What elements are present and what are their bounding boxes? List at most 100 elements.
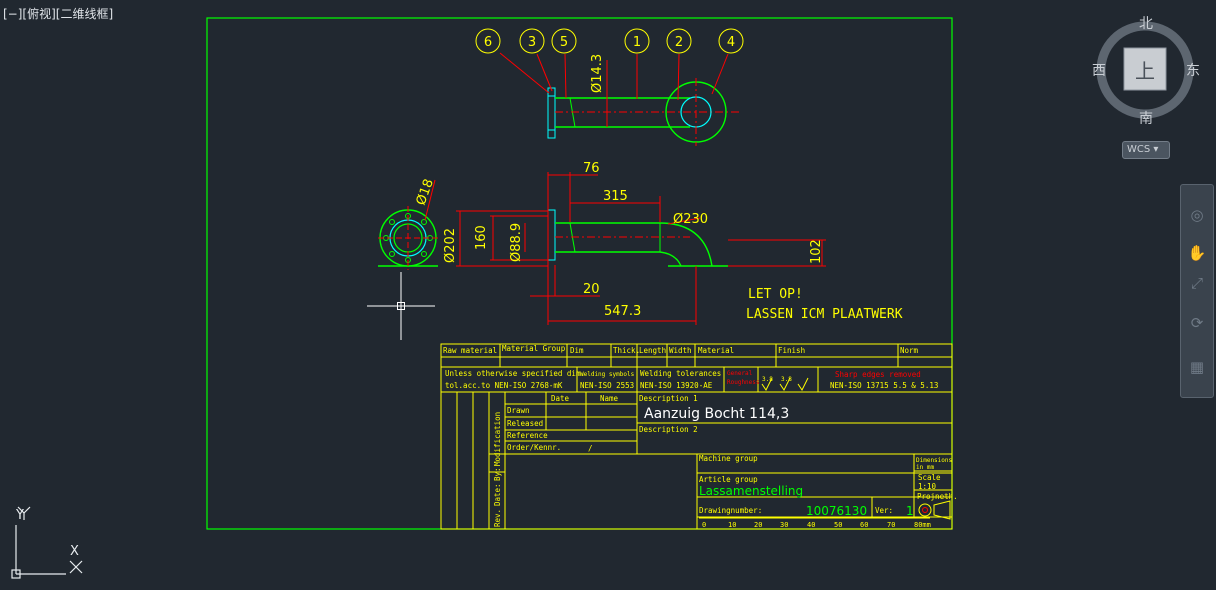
svg-text:1:10: 1:10 — [918, 482, 937, 491]
svg-text:Drawingnumber:: Drawingnumber: — [699, 506, 762, 515]
viewcube[interactable]: 上 北 南 东 西 — [1092, 16, 1200, 127]
svg-text:Dim: Dim — [570, 346, 584, 355]
svg-text:Reference: Reference — [507, 431, 548, 440]
svg-text:Modification: Modification — [493, 412, 502, 466]
balloon-4 — [718, 28, 744, 54]
compass-south[interactable]: 南 — [1139, 111, 1153, 127]
svg-text:Raw material: Raw material — [443, 346, 497, 355]
svg-text:Roughness: Roughness — [727, 379, 760, 386]
balloon-2 — [666, 28, 692, 54]
svg-text:General: General — [727, 370, 753, 377]
balloon-group: 6 3 5 1 2 4 — [475, 28, 744, 54]
svg-text:80mm: 80mm — [914, 521, 931, 529]
balloon-1-label: 1 — [633, 35, 641, 50]
compass-west[interactable]: 西 — [1092, 63, 1106, 79]
scale-ruler: 0 10 20 30 40 50 60 70 80mm — [699, 517, 931, 529]
svg-text:Order/Kennr.: Order/Kennr. — [507, 443, 561, 452]
front-view — [456, 172, 826, 325]
svg-text:Machine group: Machine group — [699, 454, 758, 463]
svg-text:Thick.: Thick. — [613, 346, 640, 355]
pan-hand-icon[interactable]: ✋ — [1187, 244, 1207, 262]
balloon-5-label: 5 — [560, 35, 568, 50]
svg-text:Welding tolerances: Welding tolerances — [640, 369, 721, 378]
svg-text:Article group: Article group — [699, 475, 758, 484]
svg-text:40: 40 — [807, 521, 815, 529]
compass-north[interactable]: 北 — [1139, 16, 1153, 32]
ucs-y-label: Y — [15, 508, 24, 523]
svg-text:Ver:: Ver: — [875, 506, 893, 515]
dim-202: Ø202 — [443, 228, 458, 263]
svg-text:Norm: Norm — [900, 346, 919, 355]
svg-text:Description 1: Description 1 — [639, 394, 698, 403]
dim-14-3: Ø14.3 — [590, 54, 605, 93]
svg-text:Material: Material — [698, 346, 734, 355]
article-group-value: Lassamenstelling — [699, 484, 803, 498]
svg-text:Width: Width — [669, 346, 692, 355]
svg-text:50: 50 — [834, 521, 842, 529]
balloon-6 — [475, 28, 501, 54]
svg-text:60: 60 — [860, 521, 868, 529]
note-lassen: LASSEN ICM PLAATWERK — [746, 307, 903, 322]
version-value: 1 — [906, 504, 914, 518]
svg-text:Description 2: Description 2 — [639, 425, 698, 434]
side-view-flange — [378, 179, 438, 270]
balloon-4-label: 4 — [727, 35, 735, 50]
crosshair-cursor — [367, 272, 435, 340]
ucs-x-label: X — [70, 544, 79, 559]
zoom-extents-icon[interactable]: ⤢ — [1190, 274, 1203, 292]
svg-text:3.8: 3.8 — [762, 376, 773, 383]
viewcube-top-label[interactable]: 上 — [1135, 59, 1155, 83]
description-1-value: Aanzuig Bocht 114,3 — [644, 406, 789, 422]
dim-547-3: 547.3 — [604, 304, 641, 319]
compass-east[interactable]: 东 — [1186, 63, 1200, 79]
title-block — [440, 343, 953, 530]
svg-text:Drawn: Drawn — [507, 406, 530, 415]
svg-text:NEN-ISO 13715 5.5 & 5.13: NEN-ISO 13715 5.5 & 5.13 — [830, 381, 938, 390]
svg-text:0: 0 — [702, 521, 706, 529]
dim-18: Ø18 — [414, 177, 437, 207]
viewport-controls-label[interactable]: [−][俯视][二维线框] — [3, 7, 114, 21]
steering-wheel-icon[interactable]: ◎ — [1190, 206, 1204, 224]
note-let-op: LET OP! — [748, 287, 803, 302]
svg-text:Sharp edges removed: Sharp edges removed — [835, 370, 921, 379]
dim-76: 76 — [583, 161, 600, 176]
svg-text:Released: Released — [507, 419, 543, 428]
dim-20: 20 — [583, 282, 600, 297]
svg-text:NEN-ISO 2553: NEN-ISO 2553 — [580, 381, 634, 390]
viewcube-top-face[interactable] — [1123, 47, 1167, 91]
svg-text:Unless otherwise specified dim: Unless otherwise specified dim. — [445, 369, 585, 378]
ucs-icon — [11, 506, 83, 579]
dim-88-9: Ø88.9 — [509, 223, 524, 262]
wcs-label: WCS — [1127, 144, 1151, 155]
svg-text:Dimensions: Dimensions — [916, 457, 953, 464]
svg-text:Name: Name — [600, 394, 619, 403]
svg-text:Finish: Finish — [778, 346, 805, 355]
drawing-number-value: 10076130 — [806, 504, 867, 518]
balloon-1 — [624, 28, 650, 54]
svg-text:30: 30 — [780, 521, 788, 529]
balloon-3 — [519, 28, 545, 54]
svg-text:Projneth.: Projneth. — [917, 492, 958, 501]
svg-text:3.8: 3.8 — [781, 376, 792, 383]
navigation-bar[interactable]: ◎ ✋ ⤢ ⟳ ▦ — [1180, 184, 1214, 398]
svg-text:Date:: Date: — [493, 483, 502, 506]
orbit-icon[interactable]: ⟳ — [1190, 314, 1204, 332]
dim-102: 102 — [809, 239, 824, 264]
balloon-6-label: 6 — [484, 35, 492, 50]
balloon-3-label: 3 — [528, 35, 536, 50]
svg-text:By:: By: — [493, 467, 502, 481]
svg-text:in mm: in mm — [916, 464, 934, 471]
svg-text:70: 70 — [887, 521, 895, 529]
dim-230: Ø230 — [673, 212, 708, 227]
dim-160: 160 — [474, 225, 489, 250]
wcs-dropdown-button[interactable]: WCS ▾ — [1122, 141, 1170, 159]
top-view — [499, 52, 740, 146]
drawing-frame — [206, 17, 953, 530]
svg-text:Scale: Scale — [918, 473, 941, 482]
chevron-down-icon: ▾ — [1150, 144, 1159, 155]
svg-text:20: 20 — [754, 521, 762, 529]
balloon-2-label: 2 — [675, 35, 683, 50]
showmotion-icon[interactable]: ▦ — [1189, 358, 1205, 376]
svg-text:Date: Date — [551, 394, 570, 403]
